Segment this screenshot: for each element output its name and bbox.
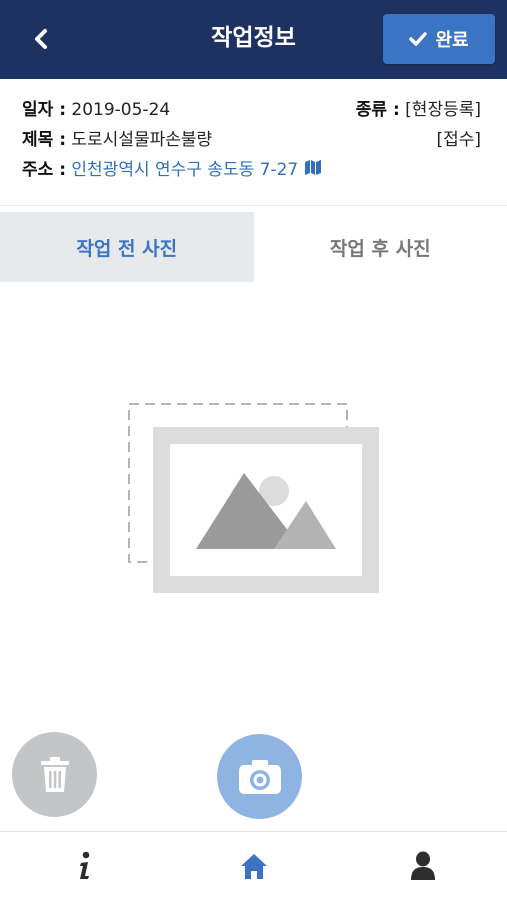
camera-icon — [238, 759, 281, 794]
chevron-left-icon — [35, 29, 47, 49]
bottom-nav — [0, 831, 507, 900]
done-button[interactable]: 완료 — [383, 14, 495, 64]
app-header: 작업정보 완료 — [0, 0, 507, 79]
type-label: 종류 : — [355, 99, 400, 120]
tab-after-photo[interactable]: 작업 후 사진 — [253, 212, 507, 282]
tab-before-photo[interactable]: 작업 전 사진 — [0, 212, 254, 282]
done-label: 완료 — [435, 30, 469, 51]
date-label: 일자 : — [22, 99, 66, 120]
date-value: 2019-05-24 — [71, 99, 171, 120]
trash-icon — [40, 756, 69, 792]
home-icon — [240, 854, 267, 879]
address-label: 주소 : — [22, 159, 66, 180]
map-icon — [305, 160, 322, 175]
address-link[interactable]: 인천광역시 연수구 송도동 7-27 — [71, 155, 322, 180]
page-title: 작업정보 — [211, 25, 296, 51]
title-row: 제목 : 도로시설물파손불량 [접수] — [22, 123, 481, 151]
user-icon — [410, 851, 435, 880]
date-row: 일자 : 2019-05-24 종류 : [현장등록] — [22, 93, 481, 121]
image-placeholder-icon — [128, 403, 379, 593]
check-icon — [409, 32, 428, 46]
info-icon — [79, 851, 89, 879]
photo-tabs: 작업 전 사진 작업 후 사진 — [0, 212, 507, 282]
nav-user[interactable] — [338, 832, 507, 900]
work-info-panel: 일자 : 2019-05-24 종류 : [현장등록] 제목 : 도로시설물파손… — [0, 79, 507, 206]
address-value: 인천광역시 연수구 송도동 7-27 — [71, 159, 299, 180]
title-value: 도로시설물파손불량 — [71, 129, 213, 150]
camera-button[interactable] — [217, 734, 302, 819]
back-button[interactable] — [24, 22, 58, 56]
nav-home[interactable] — [169, 832, 338, 900]
address-row: 주소 : 인천광역시 연수구 송도동 7-27 — [22, 153, 481, 181]
type-value: [현장등록] — [405, 99, 481, 120]
nav-info[interactable] — [0, 832, 169, 900]
title-label: 제목 : — [22, 129, 66, 150]
photo-placeholder — [126, 400, 382, 596]
delete-button[interactable] — [12, 732, 97, 817]
status-value: [접수] — [436, 129, 481, 150]
